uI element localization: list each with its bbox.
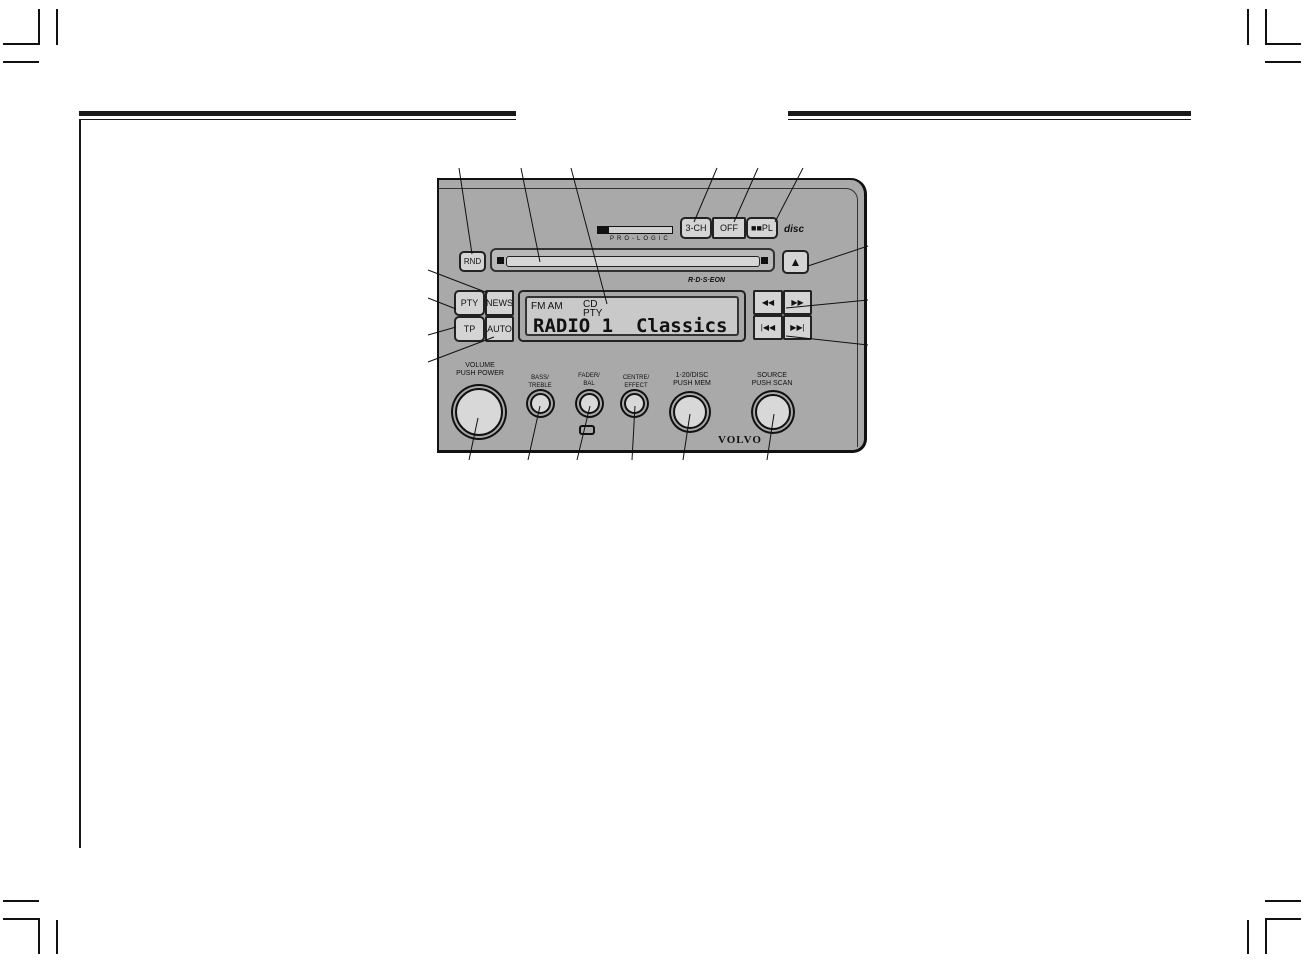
fast-forward-button[interactable]: ▶▶ [783,290,812,315]
fader-balance-knob[interactable] [579,393,600,414]
crop-mark [1265,918,1301,920]
news-button[interactable]: NEWS [485,290,514,316]
cd-indicator: CD [583,299,598,310]
bass-label-line2: TREBLE [528,383,552,389]
slot-indicator-left [497,257,504,264]
memory-label: 1-20/DISC PUSH MEM [662,372,722,388]
bass-label-line1: BASS/ [531,375,549,381]
volume-label: VOLUME PUSH POWER [448,362,512,378]
rewind-icon: ◀◀ [761,298,775,307]
rewind-button[interactable]: ◀◀ [753,290,783,315]
next-track-icon: ▶▶| [790,323,805,332]
source-label: SOURCE PUSH SCAN [742,372,802,388]
crop-mark [3,900,39,902]
ir-sensor [579,425,595,435]
crop-mark [1265,918,1267,954]
header-rule-right [788,111,1191,116]
previous-track-button[interactable]: |◀◀ [753,315,783,340]
crop-mark [3,43,40,45]
header-rule-left [79,111,516,116]
fader-bal-label: FADER/ BAL [569,372,609,388]
source-label-line1: SOURCE [757,372,787,379]
fader-label-line2: BAL [583,381,595,387]
volume-label-line2: PUSH POWER [456,370,504,377]
auto-button[interactable]: AUTO [485,316,514,342]
tp-button[interactable]: TP [454,316,485,342]
crop-mark [38,918,40,954]
rds-eon-logo: R·D·S·EON [688,277,725,284]
rnd-button[interactable]: RND [459,251,486,272]
crop-mark [3,918,40,920]
crop-mark [1247,9,1249,45]
crop-mark [1265,43,1301,45]
dolby-pl-button[interactable]: ■■PL [746,217,778,239]
cd-slot-opening [506,256,760,267]
centre-label-line1: CENTRE/ [622,375,650,381]
slot-indicator-right [761,257,768,264]
memory-label-line2: PUSH MEM [673,380,711,387]
memory-label-line1: 1-20/DISC [675,372,709,379]
prologic-label: PRO-LOGIC [610,236,671,242]
centre-label-line2: EFFECT [624,383,648,389]
crop-mark [1265,61,1301,63]
bass-treble-label: BASS/ TREBLE [520,374,560,390]
header-rule-right-thin [788,119,1191,120]
eject-icon: ▲ [789,255,802,269]
lcd-screen: FM AM CD PTY RADIO 1 Classics [525,296,739,336]
faceplate-inner-edge [439,188,858,447]
crop-mark [56,9,58,45]
station-text: RADIO 1 Classics [533,315,728,337]
off-button[interactable]: OFF [712,217,746,239]
bass-treble-knob[interactable] [530,393,551,414]
radio-display: FM AM CD PTY RADIO 1 Classics [518,290,746,342]
crop-mark [3,61,39,63]
volume-knob[interactable] [455,388,503,436]
volvo-logo: VOLVO [718,434,762,446]
crop-mark [1247,920,1249,954]
pty-indicator: PTY [583,308,603,319]
crop-mark [38,9,40,45]
source-knob[interactable] [755,394,791,430]
crop-mark [1265,9,1267,45]
band-indicator: FM AM [531,301,563,312]
fast-forward-icon: ▶▶ [791,298,804,307]
previous-track-icon: |◀◀ [760,323,776,332]
eject-button[interactable]: ▲ [782,250,809,274]
crop-mark [56,920,58,954]
disc-logo: disc [784,224,805,235]
source-label-line2: PUSH SCAN [751,380,793,387]
crop-mark [1265,900,1301,902]
pty-button[interactable]: PTY [454,290,485,316]
fader-label-line1: FADER/ [578,373,600,379]
volume-label-line1: VOLUME [465,362,495,369]
dolby-icon [597,226,609,234]
page-margin-line [79,119,81,848]
memory-knob[interactable] [673,395,707,429]
header-rule-left-thin [79,119,516,120]
centre-effect-label: CENTRE/ EFFECT [614,374,658,390]
